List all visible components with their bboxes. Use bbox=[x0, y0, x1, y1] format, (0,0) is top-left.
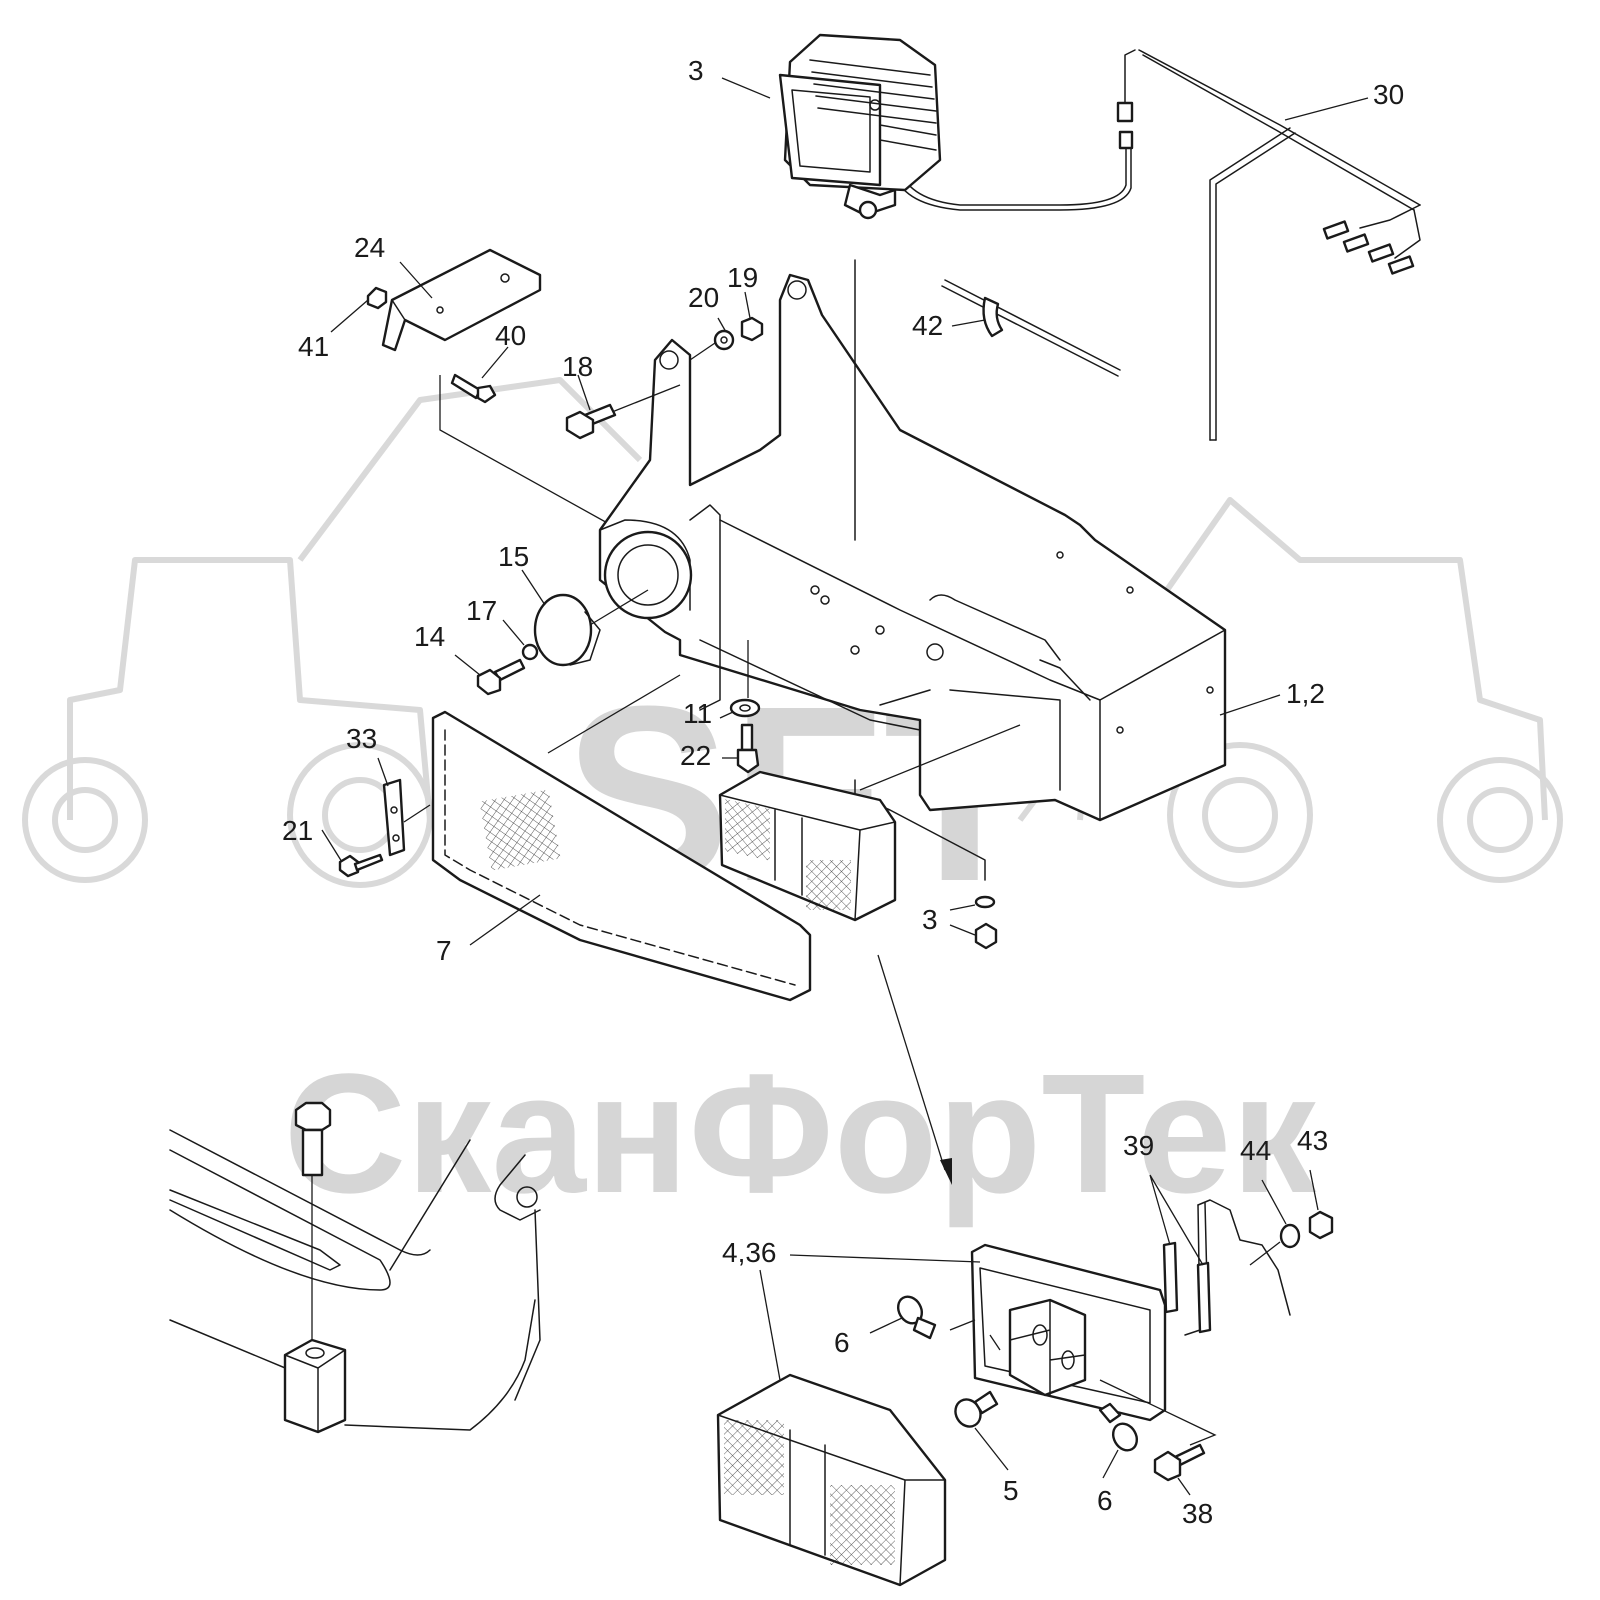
bolt-40 bbox=[450, 373, 497, 404]
label-41: 41 bbox=[298, 331, 329, 362]
leaders bbox=[321, 77, 1369, 1496]
side-plate-7 bbox=[431, 674, 812, 1002]
label-17: 17 bbox=[466, 595, 497, 626]
label-19: 19 bbox=[727, 262, 758, 293]
watermark-company: СканФорТек bbox=[284, 1039, 1318, 1229]
bulb-6-right bbox=[1098, 1402, 1139, 1452]
label-24: 24 bbox=[354, 232, 385, 263]
label-44: 44 bbox=[1240, 1135, 1271, 1166]
label-4-36: 4,36 bbox=[722, 1237, 777, 1268]
tail-light-lens bbox=[716, 1373, 947, 1587]
label-22: 22 bbox=[680, 740, 711, 771]
label-11: 11 bbox=[683, 698, 712, 729]
bulb-5 bbox=[954, 1390, 999, 1428]
label-43: 43 bbox=[1297, 1125, 1328, 1156]
mounting-detail bbox=[169, 1101, 541, 1434]
label-6-left: 6 bbox=[834, 1327, 850, 1358]
label-40: 40 bbox=[495, 320, 526, 351]
label-33: 33 bbox=[346, 723, 377, 754]
label-18: 18 bbox=[562, 351, 593, 382]
label-3-top: 3 bbox=[688, 55, 704, 86]
screw-38 bbox=[1099, 1379, 1217, 1482]
bracket-24 bbox=[366, 248, 621, 531]
label-3-mid: 3 bbox=[922, 904, 938, 935]
fasteners-upper bbox=[476, 316, 998, 950]
label-39: 39 bbox=[1123, 1130, 1154, 1161]
label-42: 42 bbox=[912, 310, 943, 341]
tail-light-upper bbox=[718, 724, 1021, 922]
label-38: 38 bbox=[1182, 1498, 1213, 1529]
part-labels: 3 30 24 41 40 20 19 18 42 15 17 14 1,2 1… bbox=[282, 55, 1404, 1529]
label-21: 21 bbox=[282, 815, 313, 846]
label-1-2: 1,2 bbox=[1286, 678, 1325, 709]
label-6-right: 6 bbox=[1097, 1485, 1113, 1516]
label-15: 15 bbox=[498, 541, 529, 572]
label-20: 20 bbox=[688, 282, 719, 313]
bracket-33 bbox=[338, 778, 431, 878]
label-5: 5 bbox=[1003, 1475, 1019, 1506]
bulb-6-left bbox=[896, 1295, 937, 1340]
work-light bbox=[778, 33, 942, 220]
lamp-housing-detail bbox=[716, 1199, 1334, 1587]
main-frame bbox=[598, 259, 1227, 881]
label-30: 30 bbox=[1373, 79, 1404, 110]
detail-arrow bbox=[877, 954, 952, 1185]
watermark-tractor-right bbox=[1017, 497, 1563, 888]
wiring-harness bbox=[894, 49, 1421, 441]
label-14: 14 bbox=[414, 621, 445, 652]
label-7: 7 bbox=[436, 935, 452, 966]
